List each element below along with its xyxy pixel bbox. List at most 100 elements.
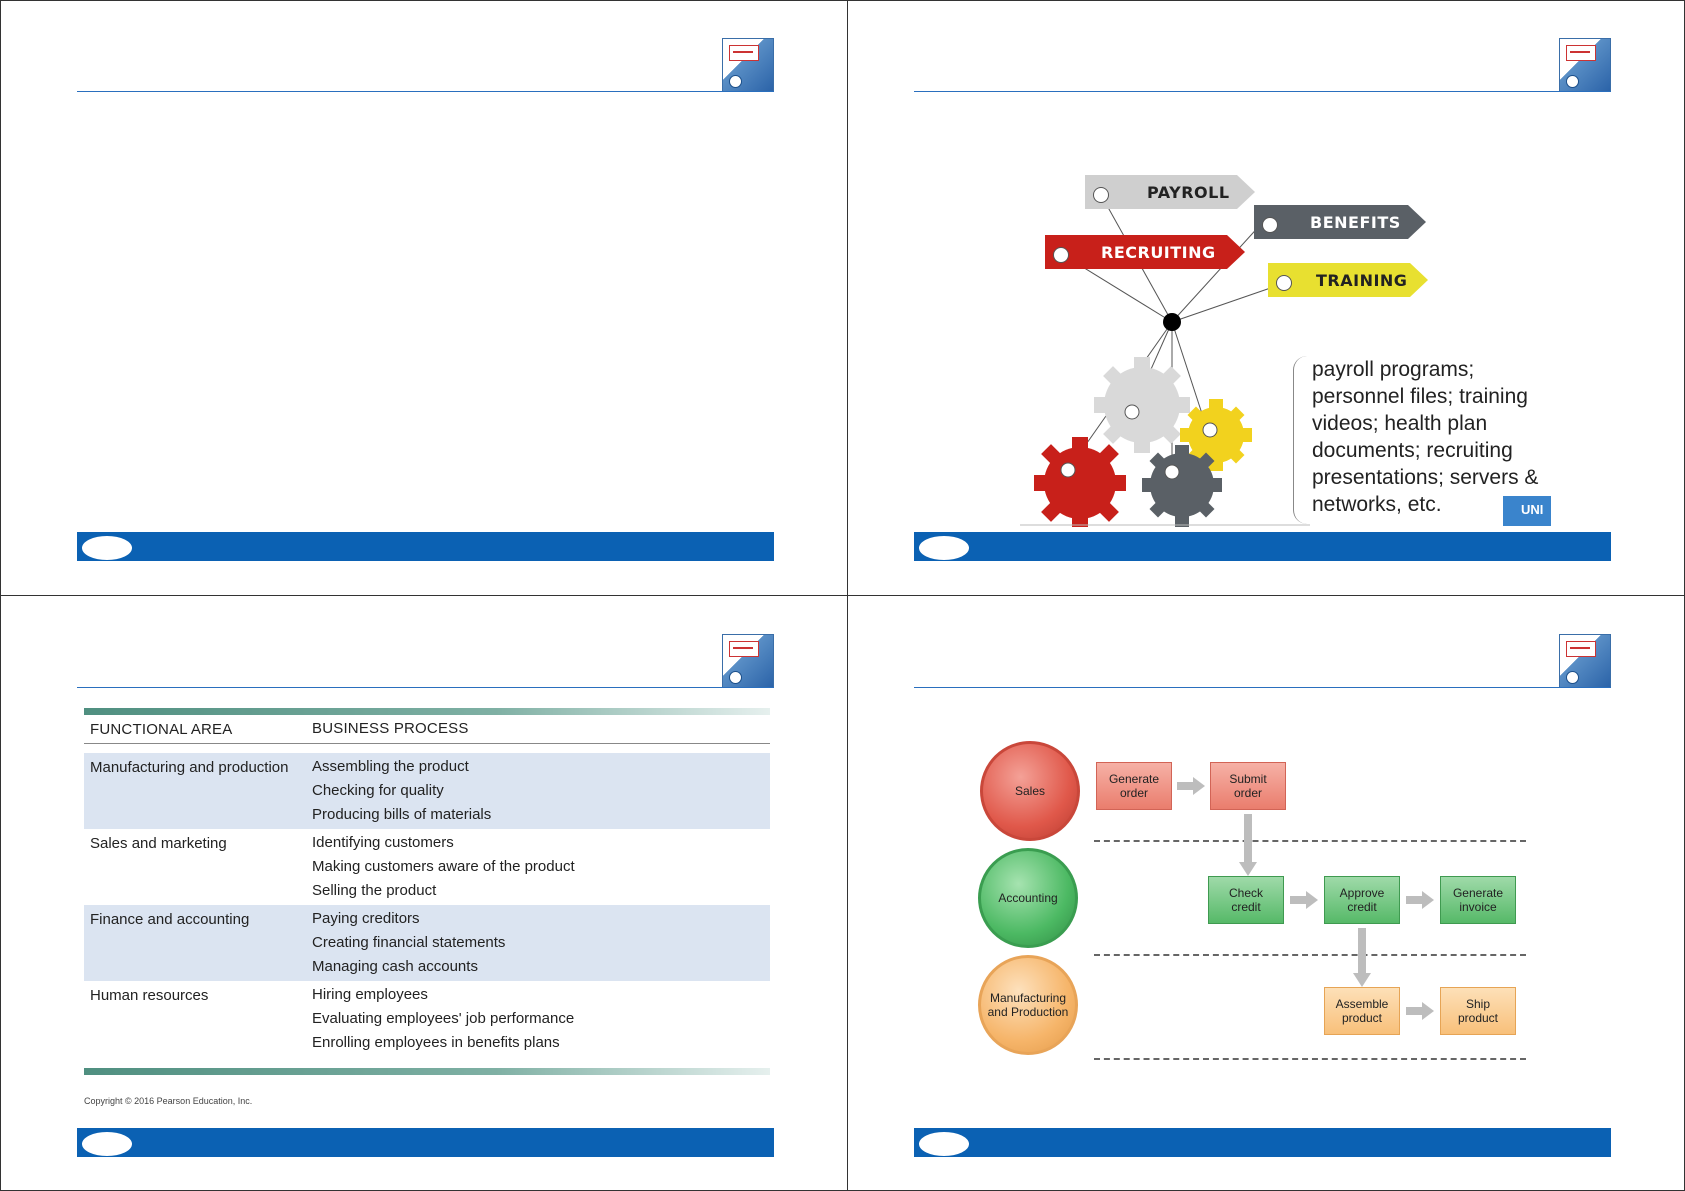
step-generate-invoice: Generate invoice: [1440, 876, 1516, 924]
description-line: presentations; servers &: [1312, 466, 1539, 489]
step-label: Ship product: [1457, 997, 1499, 1025]
tag-label: RECRUITING: [1101, 242, 1216, 262]
slide-number-oval: [918, 535, 970, 561]
process-item: Producing bills of materials: [312, 806, 492, 823]
table-top-band: [84, 708, 770, 715]
arrow-right-icon: [1290, 891, 1318, 909]
university-logo: [722, 634, 774, 688]
tag-payroll: PAYROLL: [1085, 175, 1255, 209]
process-item: Assembling the product: [312, 758, 469, 775]
gear-icon-gray: [1094, 357, 1190, 453]
title-rule: [914, 687, 1611, 688]
process-item: Selling the product: [312, 882, 437, 899]
step-check-credit: Check credit: [1208, 876, 1284, 924]
lane-sales: Sales: [980, 741, 1080, 841]
lane-label: Sales: [1014, 784, 1046, 798]
lane-label: Manufacturing and Production: [987, 991, 1069, 1019]
arrow-right-icon: [1177, 777, 1205, 795]
tag-label: BENEFITS: [1310, 212, 1401, 232]
step-label: Approve credit: [1339, 886, 1385, 914]
process-item: Evaluating employees' job performance: [312, 1010, 575, 1027]
tag-recruiting: RECRUITING: [1045, 235, 1245, 269]
step-label: Submit order: [1229, 772, 1267, 800]
hr-resources-description: payroll programs; personnel files; train…: [1312, 356, 1552, 518]
hub-node: [1163, 313, 1181, 331]
slide-3: [0, 596, 840, 1189]
slide-number-oval: [918, 1131, 970, 1157]
step-label: Generate order: [1108, 772, 1160, 800]
footer-bar: [914, 532, 1611, 561]
slide-number-oval: [81, 1131, 133, 1157]
lane-label: Accounting: [998, 891, 1058, 905]
arrow-right-icon: [1406, 1002, 1434, 1020]
row-area: Manufacturing and production: [90, 759, 289, 776]
lane-divider: [1094, 1058, 1526, 1060]
page-divider-horizontal: [0, 595, 1685, 596]
university-logo: [722, 38, 774, 92]
step-generate-order: Generate order: [1096, 762, 1172, 810]
university-logo: [1559, 634, 1611, 688]
step-label: Check credit: [1228, 886, 1263, 914]
slide-number-oval: [81, 535, 133, 561]
page-border-left: [0, 0, 1, 1191]
process-item: Creating financial statements: [312, 934, 506, 951]
row-area: Human resources: [90, 987, 209, 1004]
row-processes: Assembling the product Checking for qual…: [312, 755, 491, 827]
table-bottom-band: [84, 1068, 770, 1075]
tag-hole-icon: [1093, 187, 1109, 203]
description-line: videos; health plan: [1312, 412, 1488, 435]
page-border-top: [0, 0, 1685, 1]
step-label: Generate invoice: [1452, 886, 1504, 914]
table-header: FUNCTIONAL AREA BUSINESS PROCESS: [84, 717, 770, 744]
footer-bar: [914, 1128, 1611, 1157]
description-line: payroll programs;: [1312, 358, 1475, 381]
description-line: documents; recruiting: [1312, 439, 1513, 462]
tag-training: TRAINING: [1268, 263, 1428, 297]
tag-hole-icon: [1053, 247, 1069, 263]
process-item: Enrolling employees in benefits plans: [312, 1034, 560, 1051]
description-line: personnel files; training: [1312, 385, 1528, 408]
arrow-down-icon: [1239, 814, 1257, 876]
tag-label: PAYROLL: [1147, 182, 1230, 202]
step-ship-product: Ship product: [1440, 987, 1516, 1035]
row-processes: Identifying customers Making customers a…: [312, 831, 575, 903]
arrow-down-icon: [1353, 928, 1371, 987]
lane-manufacturing: Manufacturing and Production: [978, 955, 1078, 1055]
step-approve-credit: Approve credit: [1324, 876, 1400, 924]
hr-network-diagram: [1020, 192, 1310, 527]
table-row: Sales and marketing Identifying customer…: [84, 829, 770, 905]
step-label: Assemble product: [1335, 997, 1389, 1025]
process-item: Making customers aware of the product: [312, 858, 575, 875]
header-business-process: BUSINESS PROCESS: [312, 720, 469, 737]
gear-icon-dark: [1142, 445, 1222, 527]
row-processes: Paying creditors Creating financial stat…: [312, 907, 505, 979]
lane-divider: [1094, 840, 1526, 842]
title-rule: [77, 687, 774, 688]
title-rule: [914, 91, 1611, 92]
tag-benefits: BENEFITS: [1254, 205, 1426, 239]
tag-hole-icon: [1276, 275, 1292, 291]
description-line: networks, etc.: [1312, 493, 1442, 516]
university-logo: [1559, 38, 1611, 92]
process-item: Checking for quality: [312, 782, 444, 799]
table-row: Finance and accounting Paying creditors …: [84, 905, 770, 981]
step-assemble-product: Assemble product: [1324, 987, 1400, 1035]
lane-accounting: Accounting: [978, 848, 1078, 948]
process-item: Managing cash accounts: [312, 958, 478, 975]
process-item: Hiring employees: [312, 986, 428, 1003]
tag-label: TRAINING: [1316, 270, 1408, 290]
tag-hole-icon: [1262, 217, 1278, 233]
slide-4: [837, 596, 1677, 1189]
row-area: Sales and marketing: [90, 835, 227, 852]
slide-2: [837, 0, 1677, 593]
header-functional-area: FUNCTIONAL AREA: [90, 721, 233, 738]
table-row: Manufacturing and production Assembling …: [84, 753, 770, 829]
process-item: Identifying customers: [312, 834, 454, 851]
title-rule: [77, 91, 774, 92]
process-item: Paying creditors: [312, 910, 420, 927]
footer-bar: [77, 532, 774, 561]
curly-brace: [1293, 356, 1308, 524]
gear-icon-red: [1034, 437, 1126, 527]
table-row: Human resources Hiring employees Evaluat…: [84, 981, 770, 1057]
arrow-right-icon: [1406, 891, 1434, 909]
